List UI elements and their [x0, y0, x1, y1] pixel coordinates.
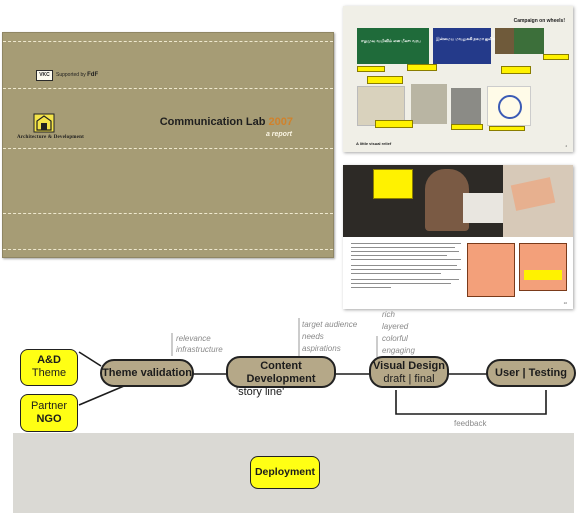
body-text-line — [351, 265, 457, 266]
supported-by-line: Supported by FdF — [56, 72, 98, 78]
body-text-line — [351, 273, 441, 274]
sign-text-2: இன்மைய மவலுசுகி நகமா ஐலீஈம் — [436, 36, 498, 41]
ad-theme-line1: A&D — [37, 354, 61, 366]
partner-ngo-line1: Partner — [30, 400, 68, 412]
ad-theme-node: A&D Theme — [20, 349, 78, 386]
cd-note-needs: needs — [302, 332, 324, 341]
partner-ngo-line2: NGO — [36, 413, 62, 425]
callout-box-left — [467, 243, 515, 297]
cd-note-aspirations: aspirations — [302, 344, 341, 353]
workshop-caption-tag — [373, 169, 413, 199]
deployment-node: Deployment — [250, 456, 320, 489]
photo-workshop — [343, 165, 573, 237]
caption-tag — [489, 126, 525, 131]
body-text-line — [351, 251, 459, 252]
vd-note-engaging: engaging — [382, 346, 415, 355]
cover-dashed-rule — [3, 213, 333, 214]
cover-subtitle: a report — [265, 131, 292, 138]
photo-paper — [463, 193, 503, 223]
body-text-line — [351, 283, 451, 284]
vd-note-colorful: colorful — [382, 334, 408, 343]
photo-wall — [451, 88, 481, 124]
cover-dashed-rule — [3, 148, 333, 149]
report-cover: VKC Supported by FdF Architecture & Deve… — [2, 32, 334, 258]
ad-logo-icon — [33, 113, 55, 133]
connector-partner-ngo — [78, 385, 125, 406]
slide1-page-number: 4 — [565, 144, 567, 148]
caption-tag — [367, 76, 403, 84]
cover-year: 2007 — [268, 116, 293, 128]
sign-text-1: ஈழமுவு வயிவிம் என மீஸு வரப — [361, 38, 421, 43]
campaign-slide: Campaign on wheels! ஈழமுவு வயிவிம் என மீ… — [343, 6, 573, 152]
cover-title-text: Communication Lab — [159, 116, 266, 128]
cd-note-target-audience: target audience — [302, 320, 358, 329]
cover-dashed-rule — [3, 88, 333, 89]
user-testing-node: User | Testing — [486, 359, 576, 387]
body-text-line — [351, 287, 391, 288]
tv-note-infrastructure: infrastructure — [176, 345, 223, 354]
photo-map — [503, 165, 573, 237]
photo-shop — [411, 84, 447, 124]
visual-design-subtitle: draft | final — [383, 373, 435, 385]
org-name: Architecture & Development — [17, 135, 84, 140]
body-text-line — [351, 259, 461, 260]
content-development-subtitle: 'story line' — [236, 386, 285, 398]
photo-poster-left — [357, 86, 405, 126]
caption-tag — [375, 120, 413, 128]
vd-note-rich: rich — [382, 310, 395, 319]
visual-design-title: Visual Design — [373, 360, 445, 372]
cover-dashed-rule-top — [3, 41, 333, 42]
caption-tag — [357, 66, 385, 72]
campaign-slide-footer: A little visual relief — [356, 141, 392, 146]
body-text-line — [351, 243, 461, 244]
visual-design-node: Visual Design draft | final — [369, 356, 449, 388]
workshop-slide: 10 — [343, 165, 573, 309]
partner-ngo-node: Partner NGO — [20, 394, 78, 432]
caption-tag — [451, 124, 483, 130]
photo-vehicle — [514, 28, 544, 54]
callout-highlight — [524, 270, 562, 280]
connector-ad-theme — [78, 351, 102, 367]
body-text-line — [351, 279, 459, 280]
supported-by-label: Supported by — [56, 72, 86, 78]
callout-box-right — [519, 243, 567, 291]
vd-note-layered: layered — [382, 322, 409, 331]
vkc-logo: VKC — [36, 70, 53, 81]
body-text-line — [351, 269, 461, 270]
caption-tag — [407, 64, 437, 71]
slide2-page-number: 10 — [563, 301, 567, 305]
feedback-loop — [395, 390, 547, 415]
cover-title: Communication Lab 2007 — [160, 116, 293, 128]
cover-dashed-rule-bottom — [3, 249, 333, 250]
content-development-node: Content Development 'story line' — [226, 356, 336, 398]
stamp-circle — [498, 95, 522, 119]
photo-stamp — [487, 86, 531, 126]
campaign-slide-title: Campaign on wheels! — [513, 18, 565, 24]
content-development-title: Content Development — [246, 360, 316, 385]
tv-note-relevance: relevance — [176, 334, 211, 343]
photo-sign-blue: இன்மைய மவலுசுகி நகமா ஐலீஈம் — [433, 28, 498, 64]
theme-validation-node: Theme validation — [100, 359, 194, 387]
photo-sign-green: ஈழமுவு வயிவிம் என மீஸு வரப — [357, 28, 429, 64]
supporter-name: FdF — [87, 72, 99, 78]
photo-person — [425, 169, 469, 231]
ad-theme-line2: Theme — [31, 367, 67, 379]
body-text-line — [351, 255, 447, 256]
caption-tag — [501, 66, 531, 74]
feedback-label: feedback — [454, 419, 487, 428]
caption-tag — [543, 54, 569, 60]
body-text-line — [351, 247, 455, 248]
